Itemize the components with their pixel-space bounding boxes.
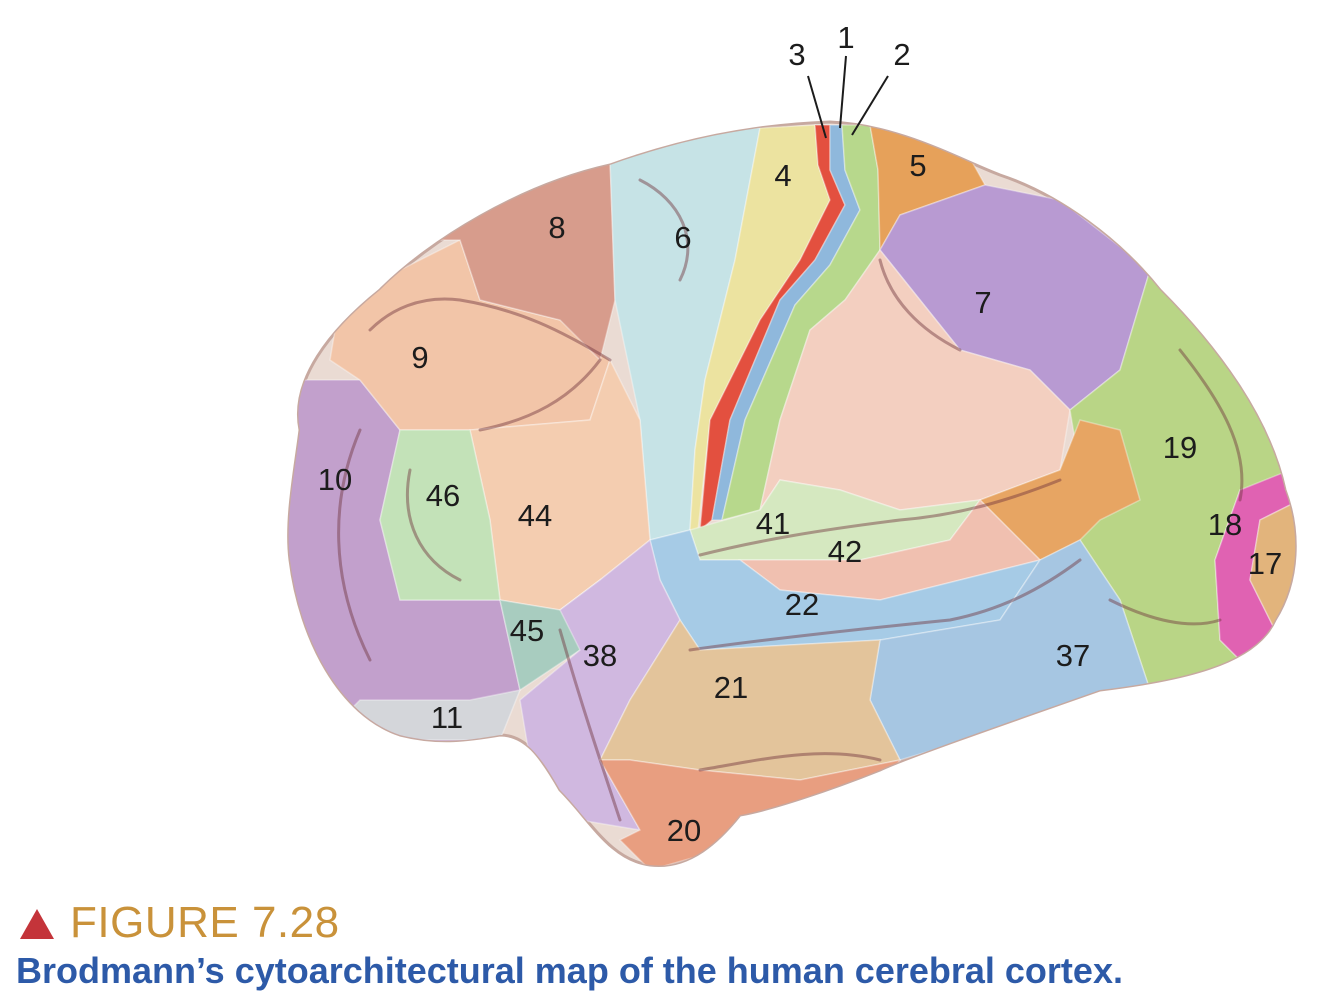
area-label-19: 19 xyxy=(1163,430,1197,465)
area-label-10: 10 xyxy=(318,462,352,497)
area-label-4: 4 xyxy=(774,158,791,193)
leader-line-3 xyxy=(807,75,827,139)
area-label-7: 7 xyxy=(974,285,991,320)
area-label-8: 8 xyxy=(548,210,565,245)
leader-line-2 xyxy=(851,75,889,136)
area-label-5: 5 xyxy=(909,148,926,183)
leader-line-1 xyxy=(839,55,847,129)
area-label-42: 42 xyxy=(828,534,862,569)
area-label-22: 22 xyxy=(785,587,819,622)
area-label-11: 11 xyxy=(431,700,463,735)
figure-title: Brodmann’s cytoarchitectural map of the … xyxy=(16,950,1123,991)
cortex-regions xyxy=(288,124,1296,866)
area-label-46: 46 xyxy=(426,478,460,513)
area-label-20: 20 xyxy=(667,813,701,848)
area-label-21: 21 xyxy=(714,670,748,705)
area-label-9: 9 xyxy=(411,340,428,375)
area-label-17: 17 xyxy=(1248,546,1282,581)
area-label-1: 1 xyxy=(837,20,854,55)
brodmann-brain-figure: 3 1 2 4 5 8 6 7 9 19 10 46 44 41 18 42 1… xyxy=(287,20,1297,868)
area-label-45: 45 xyxy=(510,613,544,648)
area-label-41: 41 xyxy=(756,506,790,541)
area-label-6: 6 xyxy=(674,220,691,255)
sulci-lines xyxy=(337,178,1244,822)
triangle-marker-icon xyxy=(20,909,54,939)
area-label-37: 37 xyxy=(1056,638,1090,673)
area-label-3: 3 xyxy=(788,37,805,72)
region-20 xyxy=(598,758,902,866)
area-label-44: 44 xyxy=(518,498,552,533)
figure-caption: FIGURE 7.28 Brodmann’s cytoarchitectural… xyxy=(16,898,1326,992)
area-label-38: 38 xyxy=(583,638,617,673)
area-label-2: 2 xyxy=(893,37,910,72)
figure-number: FIGURE 7.28 xyxy=(70,898,340,947)
area-label-18: 18 xyxy=(1208,507,1242,542)
caption-heading: FIGURE 7.28 xyxy=(16,898,1326,948)
